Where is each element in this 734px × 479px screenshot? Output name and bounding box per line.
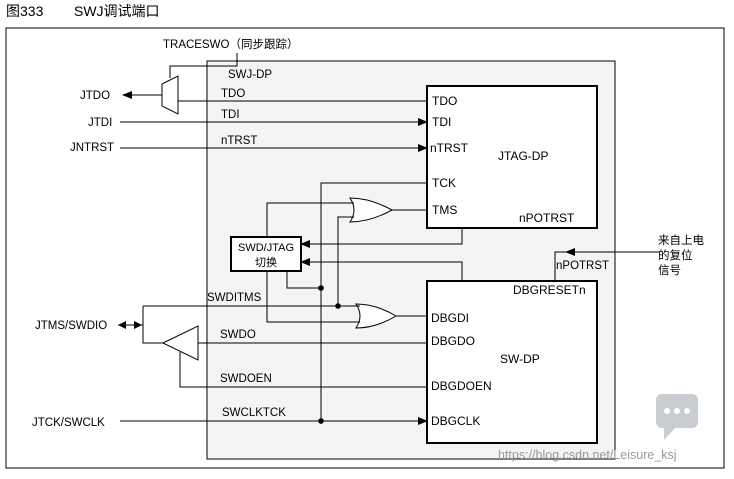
outer-frame bbox=[5, 27, 725, 469]
reset-note-line2: 的复位 bbox=[658, 248, 693, 262]
swd-jtag-switch-block bbox=[230, 236, 302, 272]
sw-pin-dbgdoen: DBGDOEN bbox=[431, 379, 492, 393]
chat-bubble-icon bbox=[656, 394, 698, 440]
npotrst-signal-label: nPOTRST bbox=[556, 260, 609, 272]
switch-line2: 切换 bbox=[255, 255, 277, 269]
swdio-bus bbox=[142, 306, 163, 344]
swdp-to-switch bbox=[300, 258, 463, 281]
jntrst-label: JNTRST bbox=[70, 142, 114, 154]
jtag-dp-block bbox=[426, 85, 598, 229]
tdo-signal-label: TDO bbox=[221, 88, 245, 100]
jtag-pin-tdi: TDI bbox=[432, 115, 451, 129]
sw-dp-block bbox=[426, 280, 598, 444]
or-gate-tms bbox=[349, 197, 394, 223]
junction-swditms bbox=[335, 303, 341, 309]
junction-swclk bbox=[318, 418, 324, 424]
sw-dp-title: SW-DP bbox=[500, 352, 540, 366]
junction-clk bbox=[318, 285, 324, 291]
swdoen-signal-label: SWDOEN bbox=[220, 373, 272, 385]
jtck-swclk-label: JTCK/SWCLK bbox=[32, 417, 105, 429]
jtdi-label: JTDI bbox=[88, 117, 112, 129]
or-dbgdi-in-b bbox=[266, 271, 360, 323]
swdo-signal-label: SWDO bbox=[220, 329, 256, 341]
reset-note-line3: 信号 bbox=[658, 264, 681, 277]
sw-pin-dbgdo: DBGDO bbox=[431, 334, 475, 348]
jtms-swdio-label: JTMS/SWDIO bbox=[35, 320, 107, 332]
jtag-dp-title: JTAG-DP bbox=[498, 149, 548, 163]
tdo-mux bbox=[161, 75, 179, 115]
or-tms-in-a bbox=[266, 202, 354, 237]
swditms-signal-label: SWDITMS bbox=[207, 292, 262, 304]
traceswo-wire bbox=[169, 53, 238, 78]
tdi-signal-label: TDI bbox=[221, 109, 240, 121]
jtag-pin-tms: TMS bbox=[432, 203, 457, 217]
swdio-arrow-left bbox=[118, 321, 126, 329]
traceswo-label: TRACESWO（同步跟踪） bbox=[163, 37, 298, 51]
sw-pin-dbgresetn: DBGRESETn bbox=[513, 283, 586, 297]
tck-wire bbox=[320, 182, 427, 424]
swdio-arrow-right bbox=[134, 321, 142, 329]
watermark-text: https://blog.csdn.net/Leisure_ksj bbox=[498, 448, 677, 462]
reset-note-line1: 来自上电 bbox=[658, 234, 704, 247]
jtag-to-switch bbox=[300, 228, 463, 248]
jtdo-label: JTDO bbox=[80, 90, 110, 102]
figure-number: 图333 bbox=[6, 3, 44, 19]
switch-line1: SWD/JTAG bbox=[238, 242, 294, 254]
sw-pin-dbgdi: DBGDI bbox=[431, 311, 469, 325]
sw-pin-dbgclk: DBGCLK bbox=[431, 414, 480, 428]
swj-dp-label: SWJ-DP bbox=[228, 69, 272, 81]
swdoen-wire bbox=[179, 352, 427, 388]
switch-to-clk bbox=[286, 271, 321, 289]
swclktck-signal-label: SWCLKTCK bbox=[222, 407, 286, 419]
or-gate-dbgdi bbox=[355, 303, 397, 329]
jtag-pin-tck: TCK bbox=[432, 176, 456, 190]
or-tms-in-b bbox=[337, 216, 354, 306]
jtag-pin-ntrst: nTRST bbox=[430, 141, 469, 155]
jtag-pin-tdo: TDO bbox=[432, 94, 457, 108]
ntrst-signal-label: nTRST bbox=[221, 135, 257, 147]
figure-title: SWJ调试端口 bbox=[74, 3, 160, 19]
jtag-pin-npotrst: nPOTRST bbox=[519, 211, 575, 225]
